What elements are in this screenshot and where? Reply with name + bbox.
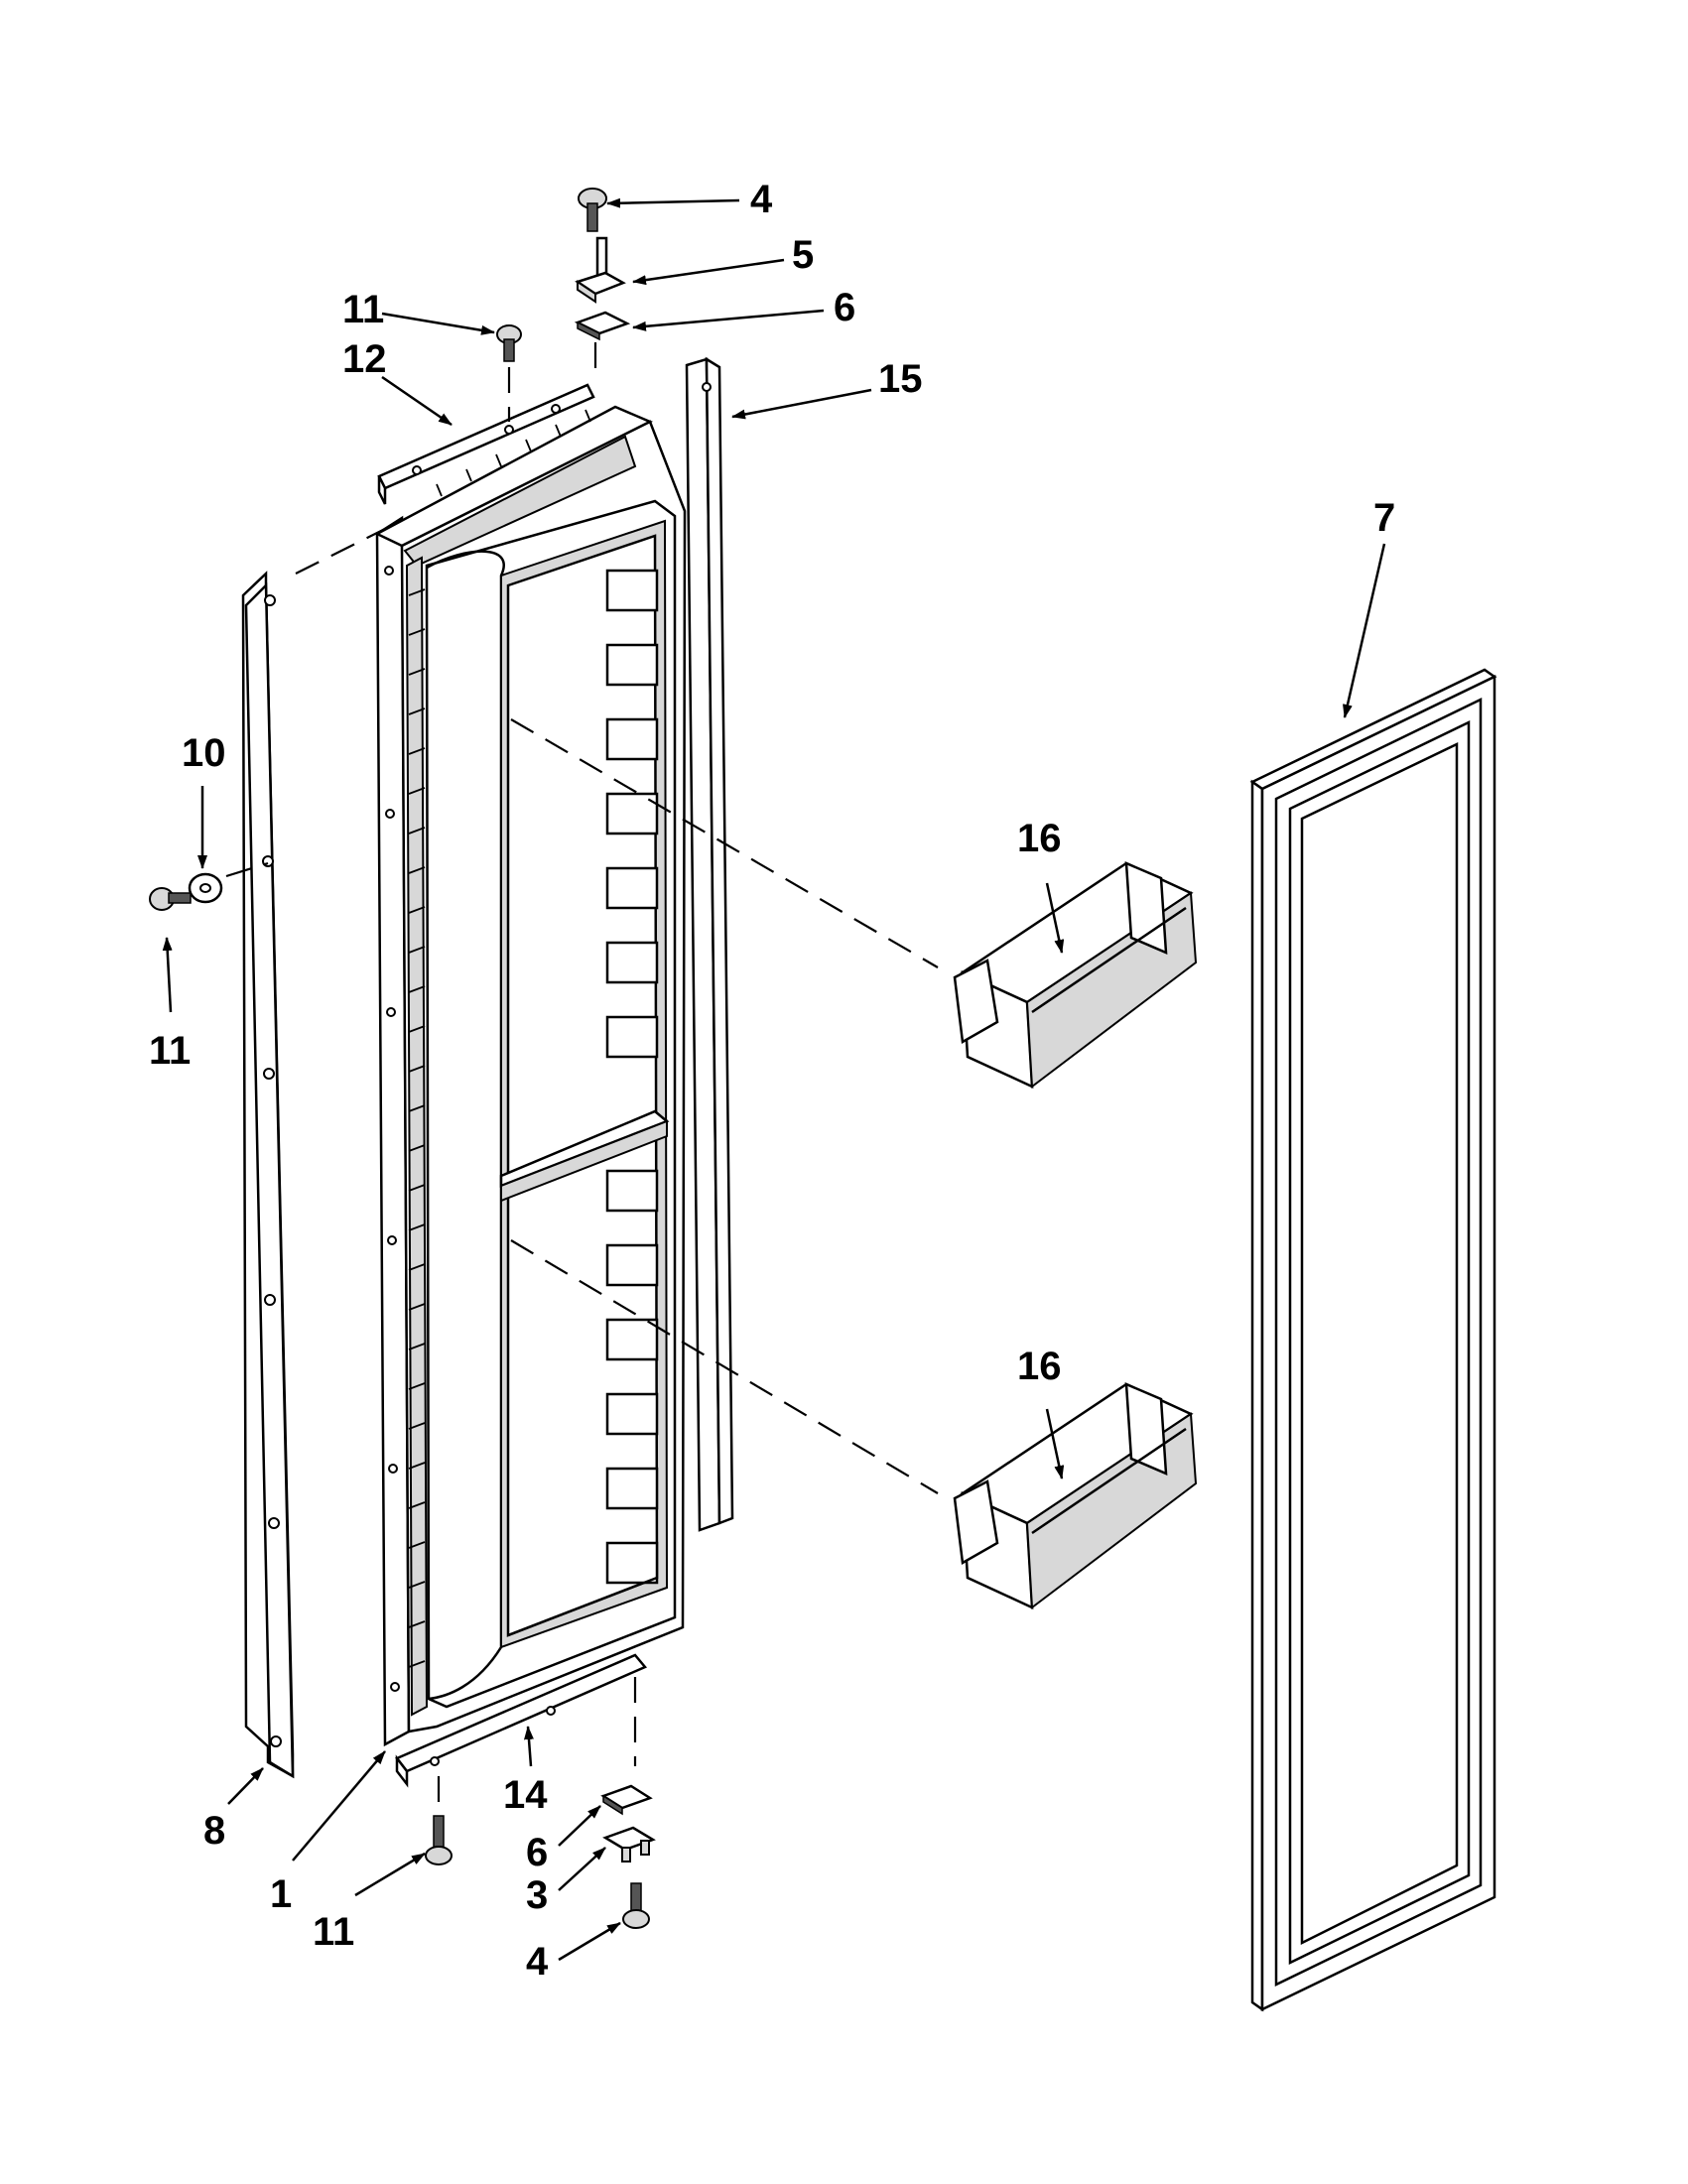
part-16-door-bin-lower xyxy=(953,1382,1198,1610)
part-11-screw-left xyxy=(149,887,192,911)
callout-labels: 4 5 6 11 12 15 7 10 11 16 16 8 1 11 14 6… xyxy=(149,178,1395,1984)
callout-6-bottom: 6 xyxy=(526,1831,548,1874)
part-15-vertical-strip xyxy=(685,356,734,1532)
part-14-bottom-channel xyxy=(395,1653,648,1788)
part-16-door-bin-upper xyxy=(953,861,1198,1090)
callout-6-top: 6 xyxy=(834,286,855,329)
part-10-washer xyxy=(188,872,223,904)
part-7-door-gasket xyxy=(1249,668,1497,2012)
part-6-shim-top xyxy=(574,311,631,341)
door-bin-support-clips xyxy=(605,569,659,1585)
leader-arrows xyxy=(162,197,1386,1962)
callout-11-top: 11 xyxy=(342,288,384,331)
door-gasket-ribbing xyxy=(408,409,591,1668)
part-4-screw-top xyxy=(578,188,607,232)
callout-8: 8 xyxy=(203,1809,225,1853)
part-3-bottom-hinge xyxy=(602,1826,656,1863)
alignment-line-bin-lower xyxy=(510,1239,939,1494)
callout-7: 7 xyxy=(1373,496,1395,540)
alignment-line-8 xyxy=(295,527,388,575)
callout-16-upper: 16 xyxy=(1017,817,1062,860)
part-6-shim-bottom xyxy=(600,1784,653,1816)
callout-11-bottom: 11 xyxy=(313,1910,354,1954)
callout-12: 12 xyxy=(342,337,387,381)
callout-4-bottom: 4 xyxy=(526,1940,549,1984)
part-8-hinge-cover-strip xyxy=(241,571,295,1779)
callout-3: 3 xyxy=(526,1873,548,1917)
part-12-top-channel xyxy=(377,383,595,505)
alignment-line-10 xyxy=(225,861,269,878)
callout-11-left: 11 xyxy=(149,1029,191,1073)
callout-15: 15 xyxy=(878,357,923,401)
part-11-screw-top-channel xyxy=(496,324,522,362)
part-5-top-hinge xyxy=(575,236,626,304)
callout-1: 1 xyxy=(270,1872,292,1916)
alignment-line-bin-upper xyxy=(510,718,939,968)
callout-4-top: 4 xyxy=(750,178,773,221)
part-11-screw-bottom xyxy=(425,1815,453,1865)
part-1-door-liner xyxy=(374,405,687,1747)
part-4-screw-bottom xyxy=(622,1882,650,1929)
callout-16-lower: 16 xyxy=(1017,1345,1062,1388)
callout-5: 5 xyxy=(792,233,814,277)
callout-14: 14 xyxy=(503,1773,548,1817)
callout-10: 10 xyxy=(182,731,226,775)
